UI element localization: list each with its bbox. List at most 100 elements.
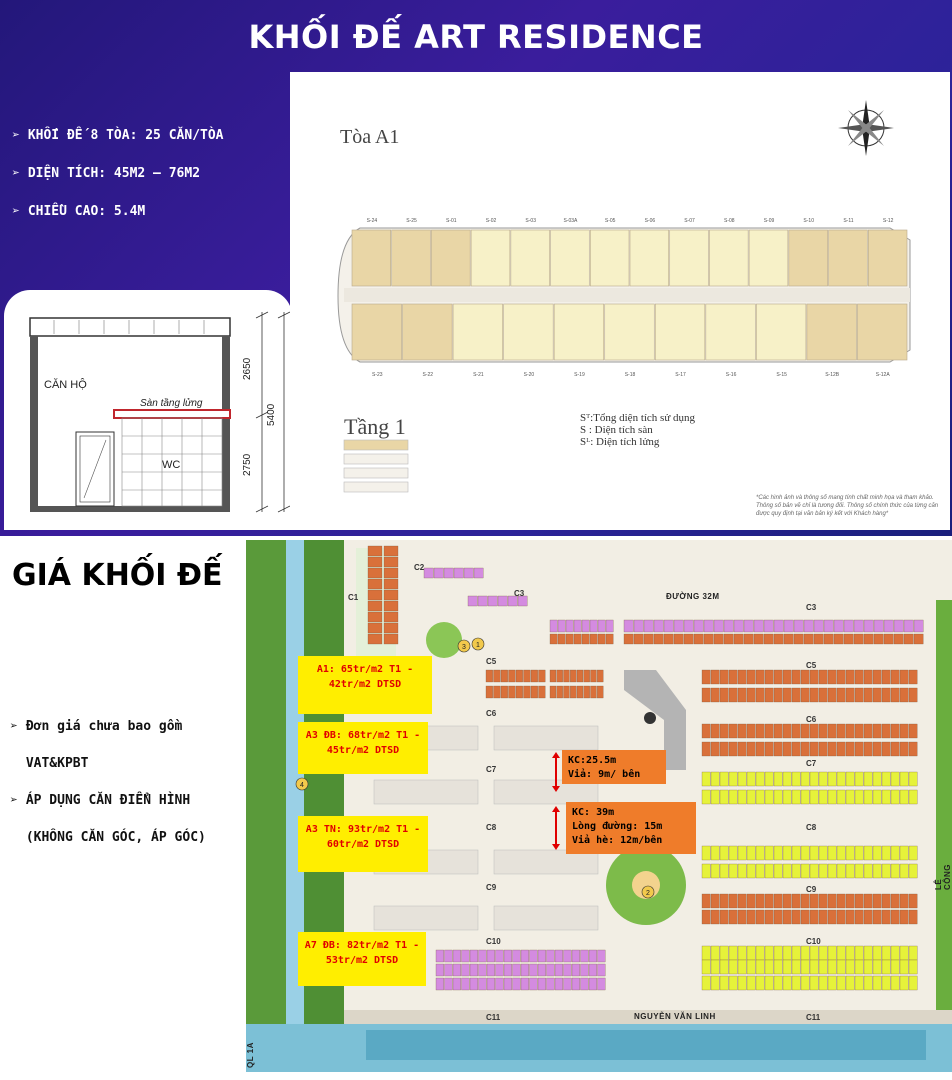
pricing-title: GIÁ KHỐI ĐẾ	[12, 558, 223, 593]
lot	[597, 685, 604, 699]
lot	[854, 893, 864, 909]
lot	[755, 945, 765, 961]
lot	[773, 723, 783, 739]
lot	[710, 741, 720, 757]
lot	[520, 949, 529, 963]
lot	[872, 893, 882, 909]
lot	[746, 723, 756, 739]
lot	[556, 685, 563, 699]
lot	[823, 619, 834, 633]
lot	[881, 723, 891, 739]
lot	[583, 669, 590, 683]
unit-label: S-23	[372, 372, 383, 378]
lot	[512, 963, 521, 977]
lot	[872, 723, 882, 739]
lot	[589, 633, 598, 645]
spec-list: ➢KHỐI ĐẾ 8 TÒA: 25 CĂN/TÒA ➢DIỆN TÍCH: 4…	[12, 128, 224, 242]
lot	[843, 619, 854, 633]
lot	[573, 633, 582, 645]
lot	[469, 963, 478, 977]
lot	[554, 949, 563, 963]
lot	[800, 687, 810, 703]
lot	[487, 595, 498, 607]
lot	[520, 977, 529, 991]
lot	[703, 619, 714, 633]
lot	[755, 669, 765, 685]
lot	[633, 619, 644, 633]
lot	[854, 959, 864, 975]
lot	[728, 959, 738, 975]
lot	[773, 669, 783, 685]
lot	[723, 619, 734, 633]
lot	[589, 619, 598, 633]
lot	[818, 669, 828, 685]
lot	[803, 619, 814, 633]
lot	[710, 845, 720, 861]
lot	[728, 909, 738, 925]
lot	[435, 949, 444, 963]
lot	[755, 789, 765, 805]
lot	[701, 975, 711, 991]
lot	[746, 845, 756, 861]
lot	[773, 687, 783, 703]
lot	[791, 945, 801, 961]
lot	[764, 975, 774, 991]
lot	[854, 863, 864, 879]
spec-item: ➢KHỐI ĐẾ 8 TÒA: 25 CĂN/TÒA	[12, 128, 224, 143]
unit-label: S-20	[524, 372, 535, 378]
unit-label: S-19	[574, 372, 585, 378]
lot	[773, 893, 783, 909]
block-label: C10	[806, 937, 821, 946]
lot	[728, 687, 738, 703]
lot	[383, 622, 399, 634]
building-block	[373, 779, 479, 805]
lot	[753, 633, 764, 645]
lot	[881, 741, 891, 757]
lot	[863, 687, 873, 703]
lot	[719, 975, 729, 991]
lot	[854, 909, 864, 925]
block-label: C11	[486, 1013, 501, 1022]
lot	[590, 685, 597, 699]
lot	[773, 741, 783, 757]
disclaimer-note: *Các hình ảnh và thông số mang tính chất…	[756, 495, 939, 517]
lot	[663, 633, 674, 645]
lot	[899, 845, 909, 861]
lot	[737, 945, 747, 961]
lot	[782, 845, 792, 861]
lot	[800, 845, 810, 861]
lot	[863, 619, 874, 633]
lot	[890, 845, 900, 861]
lot	[863, 959, 873, 975]
lot	[793, 619, 804, 633]
lot	[782, 909, 792, 925]
lot	[908, 669, 918, 685]
lot	[836, 723, 846, 739]
lot	[537, 949, 546, 963]
lot	[764, 687, 774, 703]
lot	[588, 949, 597, 963]
lot	[383, 589, 399, 601]
lot	[755, 893, 765, 909]
lot	[755, 771, 765, 787]
lot	[899, 789, 909, 805]
block-label: C2	[414, 563, 425, 572]
block-label: C3	[806, 603, 817, 612]
lot	[728, 723, 738, 739]
lot	[791, 863, 801, 879]
distance-box-1: KC:25.5m Vỉa: 9m/ bên	[562, 750, 666, 784]
plan-unit	[391, 229, 431, 287]
lot	[529, 977, 538, 991]
lot	[800, 909, 810, 925]
lot	[791, 771, 801, 787]
plan-unit	[604, 303, 655, 361]
lot	[549, 619, 558, 633]
lot	[565, 619, 574, 633]
lot	[728, 945, 738, 961]
lot	[836, 909, 846, 925]
plan-legend: Sᵀ:Tổng diện tích sử dụng S : Diện tích …	[580, 412, 696, 448]
lot	[845, 789, 855, 805]
lot	[588, 977, 597, 991]
lot	[746, 909, 756, 925]
lot	[854, 771, 864, 787]
